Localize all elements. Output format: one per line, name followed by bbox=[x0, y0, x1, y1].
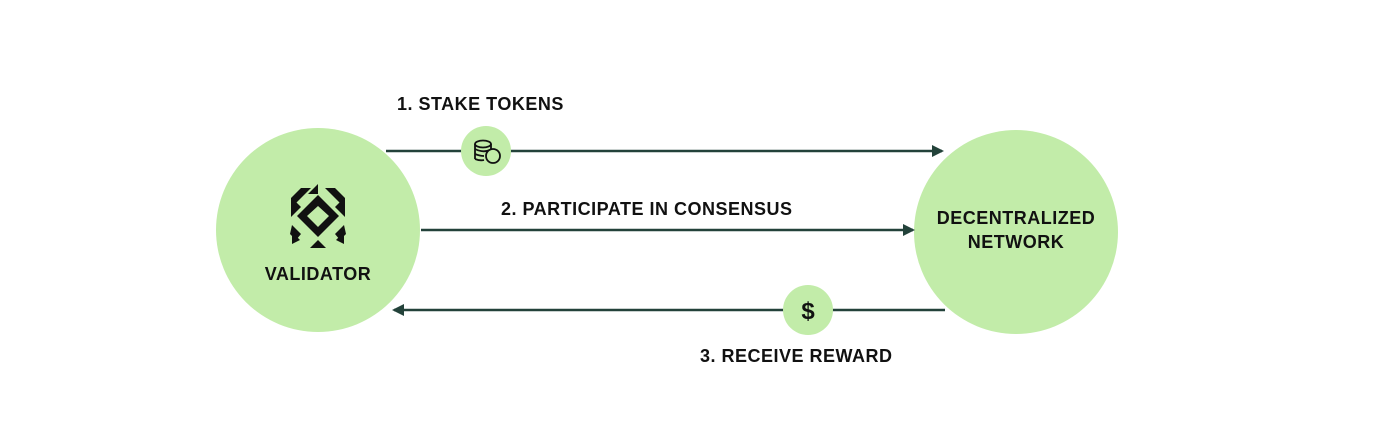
step-stake: 1. STAKE TOKENS bbox=[386, 94, 944, 176]
consensus-label: 2. PARTICIPATE IN CONSENSUS bbox=[501, 199, 793, 219]
validator-label: VALIDATOR bbox=[265, 264, 372, 284]
network-circle bbox=[914, 130, 1118, 334]
network-node: DECENTRALIZED NETWORK bbox=[914, 130, 1118, 334]
validator-node: VALIDATOR bbox=[216, 128, 420, 332]
reward-label: 3. RECEIVE REWARD bbox=[700, 346, 893, 366]
dollar-icon: $ bbox=[783, 285, 833, 335]
validator-logo-icon bbox=[290, 184, 346, 248]
step-reward: $ 3. RECEIVE REWARD bbox=[392, 285, 945, 366]
step-consensus: 2. PARTICIPATE IN CONSENSUS bbox=[421, 199, 915, 236]
dollar-icon-glyph: $ bbox=[801, 298, 815, 325]
coins-icon bbox=[461, 126, 511, 176]
network-label-line1: DECENTRALIZED bbox=[937, 208, 1096, 228]
network-label-line2: NETWORK bbox=[968, 232, 1065, 252]
stake-label: 1. STAKE TOKENS bbox=[397, 94, 564, 114]
